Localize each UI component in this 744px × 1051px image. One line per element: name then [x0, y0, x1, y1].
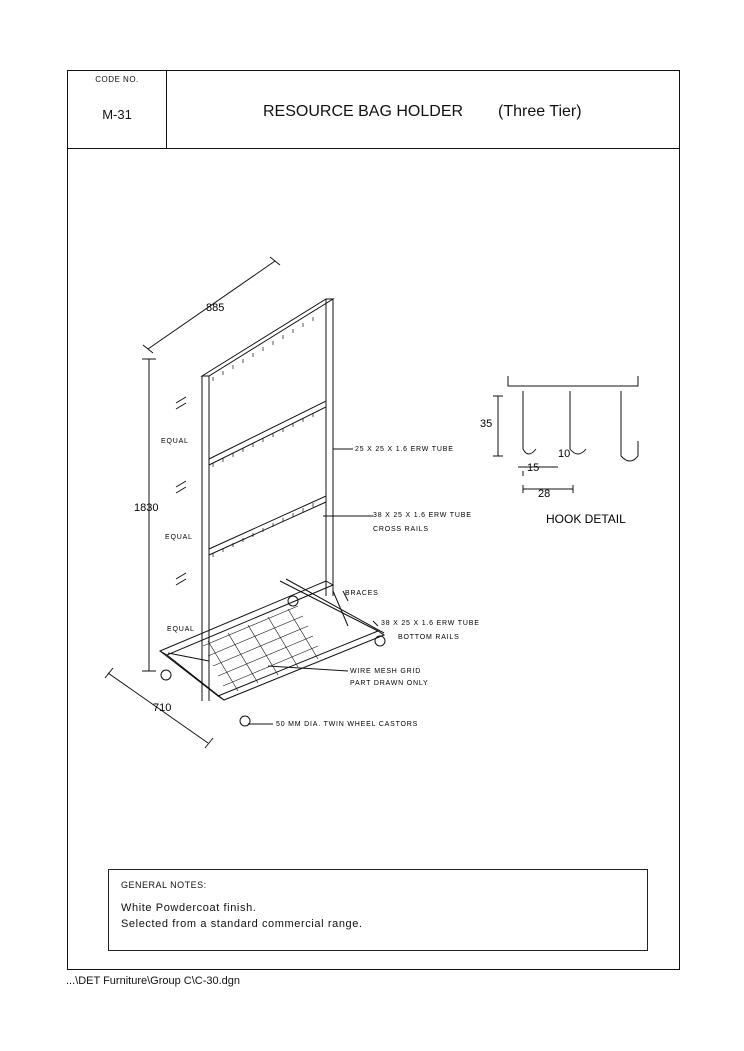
- height-dimension-line: [142, 358, 156, 672]
- leader-bottom-rails: [372, 620, 379, 627]
- cross-rail-1: [208, 400, 327, 466]
- label-cross-rails: CROSS RAILS: [373, 526, 429, 533]
- frame-right-upright: [325, 299, 334, 596]
- leader-mesh: [267, 665, 349, 672]
- hook-dim-width: 28: [538, 488, 550, 500]
- label-frame-tube: 25 X 25 X 1.6 ERW TUBE: [355, 446, 454, 453]
- technical-drawing: 885 1830 710 EQUAL EQUAL EQUAL 25 X 25 X…: [104, 256, 639, 749]
- castor-front-left: [160, 669, 172, 681]
- brace-left: [167, 652, 210, 662]
- equal-dash-3: [175, 572, 187, 586]
- code-cell: CODE NO. M-31: [68, 71, 167, 148]
- notes-line-2: Selected from a standard commercial rang…: [121, 918, 363, 930]
- castor-back-right: [374, 635, 386, 647]
- label-cross-rails-size: 38 X 25 X 1.6 ERW TUBE: [373, 512, 472, 519]
- label-equal-2: EQUAL: [165, 534, 193, 541]
- hook-detail-drawing: [493, 376, 639, 493]
- label-bottom-rails: BOTTOM RAILS: [398, 634, 460, 641]
- wire-mesh-grid: [202, 605, 319, 692]
- label-braces: BRACES: [345, 590, 379, 597]
- notes-heading: GENERAL NOTES:: [121, 880, 207, 890]
- label-castors: 50 MM DIA. TWIN WHEEL CASTORS: [276, 721, 418, 728]
- general-notes: GENERAL NOTES: White Powdercoat finish. …: [108, 869, 648, 951]
- label-equal-3: EQUAL: [167, 626, 195, 633]
- base-left-rail: [158, 580, 335, 656]
- leader-braces: [342, 590, 349, 602]
- code-label: CODE NO.: [95, 75, 139, 84]
- drawing-title: RESOURCE BAG HOLDER: [263, 103, 464, 120]
- castor-back-left: [287, 595, 299, 607]
- label-mesh-part: PART DRAWN ONLY: [350, 680, 429, 687]
- equal-dash-2: [175, 480, 187, 494]
- hook-detail-label: HOOK DETAIL: [546, 512, 626, 526]
- hooks-row-middle: [212, 413, 314, 467]
- top-rail: [200, 298, 335, 377]
- equal-dash-1: [175, 396, 187, 410]
- dim-height: 1830: [134, 502, 158, 514]
- dim-width: 885: [206, 302, 224, 314]
- title-block: CODE NO. M-31 RESOURCE BAG HOLDER (Three…: [68, 71, 679, 149]
- castor-front-right: [239, 715, 251, 727]
- hook-dim-spacing: 15: [527, 462, 539, 474]
- code-value: M-31: [102, 107, 132, 122]
- cross-rail-2: [208, 495, 327, 556]
- notes-line-1: White Powdercoat finish.: [121, 902, 257, 914]
- hooks-row-top: [212, 317, 314, 381]
- hook-dim-height: 35: [480, 418, 492, 430]
- dim-depth: 710: [153, 702, 171, 714]
- file-path-footer: ...\DET Furniture\Group C\C-30.dgn: [66, 975, 241, 987]
- depth-dimension-line: [104, 667, 214, 749]
- base-back: [279, 578, 385, 634]
- label-equal-1: EQUAL: [161, 438, 189, 445]
- base-front: [159, 650, 225, 701]
- drawing-sheet: CODE NO. M-31 RESOURCE BAG HOLDER (Three…: [67, 70, 680, 970]
- hooks-row-lower: [212, 503, 314, 557]
- brace-right: [332, 590, 349, 627]
- label-bottom-rails-size: 38 X 25 X 1.6 ERW TUBE: [381, 620, 480, 627]
- hook-dim-gap: 10: [558, 448, 570, 460]
- frame-left-upright: [201, 376, 210, 701]
- width-dimension-line: [142, 256, 281, 354]
- label-mesh: WIRE MESH GRID: [350, 668, 421, 675]
- drawing-subtitle: (Three Tier): [498, 103, 582, 120]
